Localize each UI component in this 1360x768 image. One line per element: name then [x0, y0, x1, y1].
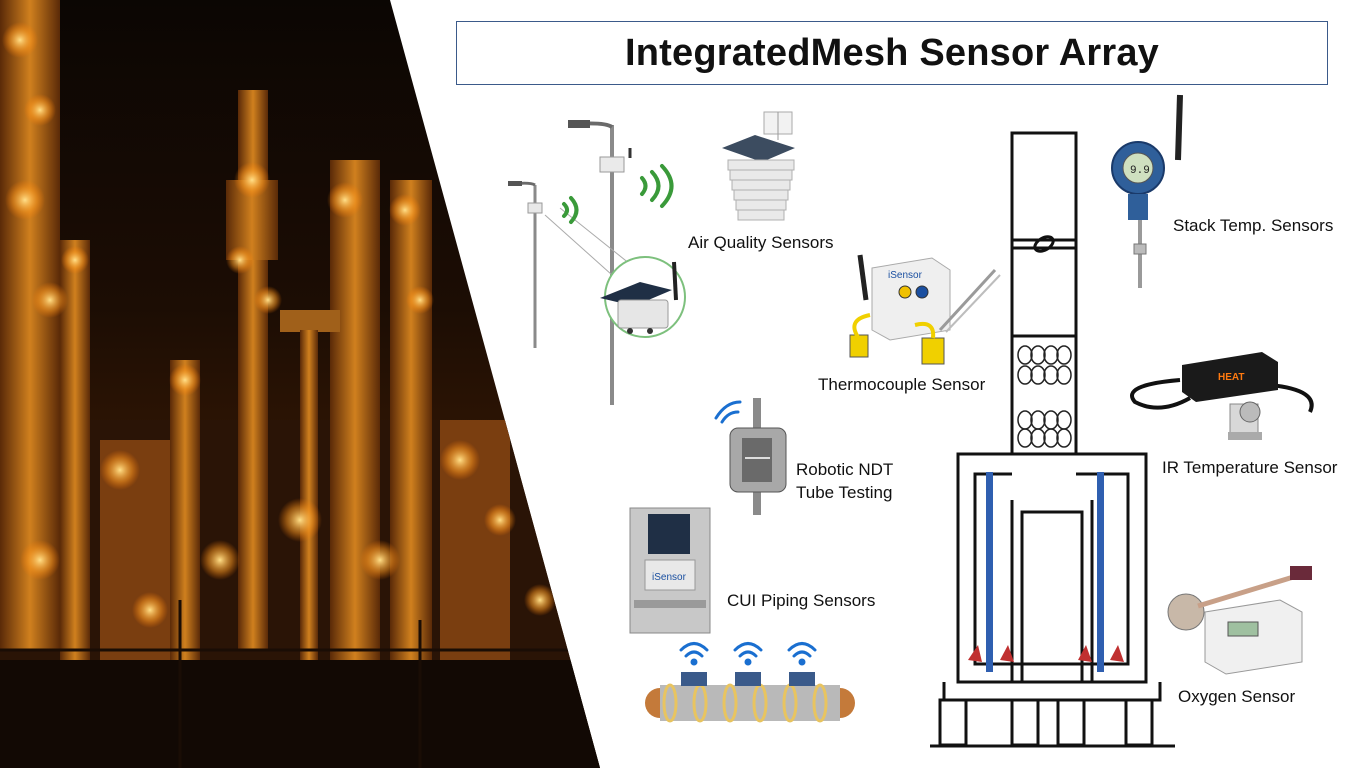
thermocouple-sensor-icon: iSensor — [849, 254, 1001, 365]
ir-temperature-sensor-icon: HEAT — [1130, 352, 1314, 440]
furnace-stack-diagram — [930, 131, 1175, 748]
cui-piping-sensor-icon: iSensor — [629, 507, 711, 634]
label-ir-temperature-sensor: IR Temperature Sensor — [1162, 458, 1338, 477]
weather-shelter-icon — [722, 111, 795, 221]
label-thermocouple-sensor: Thermocouple Sensor — [818, 375, 986, 394]
ir-brand: HEAT — [1218, 372, 1244, 383]
robotic-ndt-icon — [714, 398, 787, 515]
label-robotic-ndt: Robotic NDT — [796, 460, 894, 479]
air-quality-sensor-icon — [508, 120, 686, 405]
page-title: IntegratedMesh Sensor Array — [624, 31, 1160, 74]
label-stack-temp-sensors: Stack Temp. Sensors — [1173, 216, 1334, 235]
thermocouple-brand: iSensor — [888, 270, 923, 281]
stack-temp-sensor-icon: 9.9 — [1111, 94, 1183, 288]
label-cui-piping-sensors: CUI Piping Sensors — [727, 591, 876, 610]
label-air-quality-sensors: Air Quality Sensors — [688, 233, 834, 252]
cui-pipe-sensors-icon — [645, 642, 855, 723]
cui-brand: iSensor — [652, 572, 687, 583]
label-oxygen-sensor: Oxygen Sensor — [1178, 687, 1296, 706]
convection-coils — [1017, 345, 1072, 448]
oxygen-sensor-icon — [1167, 566, 1312, 675]
title-box: IntegratedMesh Sensor Array — [456, 21, 1328, 85]
label-tube-testing: Tube Testing — [796, 483, 893, 502]
radiant-tubes — [968, 472, 1124, 672]
refinery-illustration — [0, 0, 600, 768]
transmitter-display: 9.9 — [1130, 165, 1150, 177]
